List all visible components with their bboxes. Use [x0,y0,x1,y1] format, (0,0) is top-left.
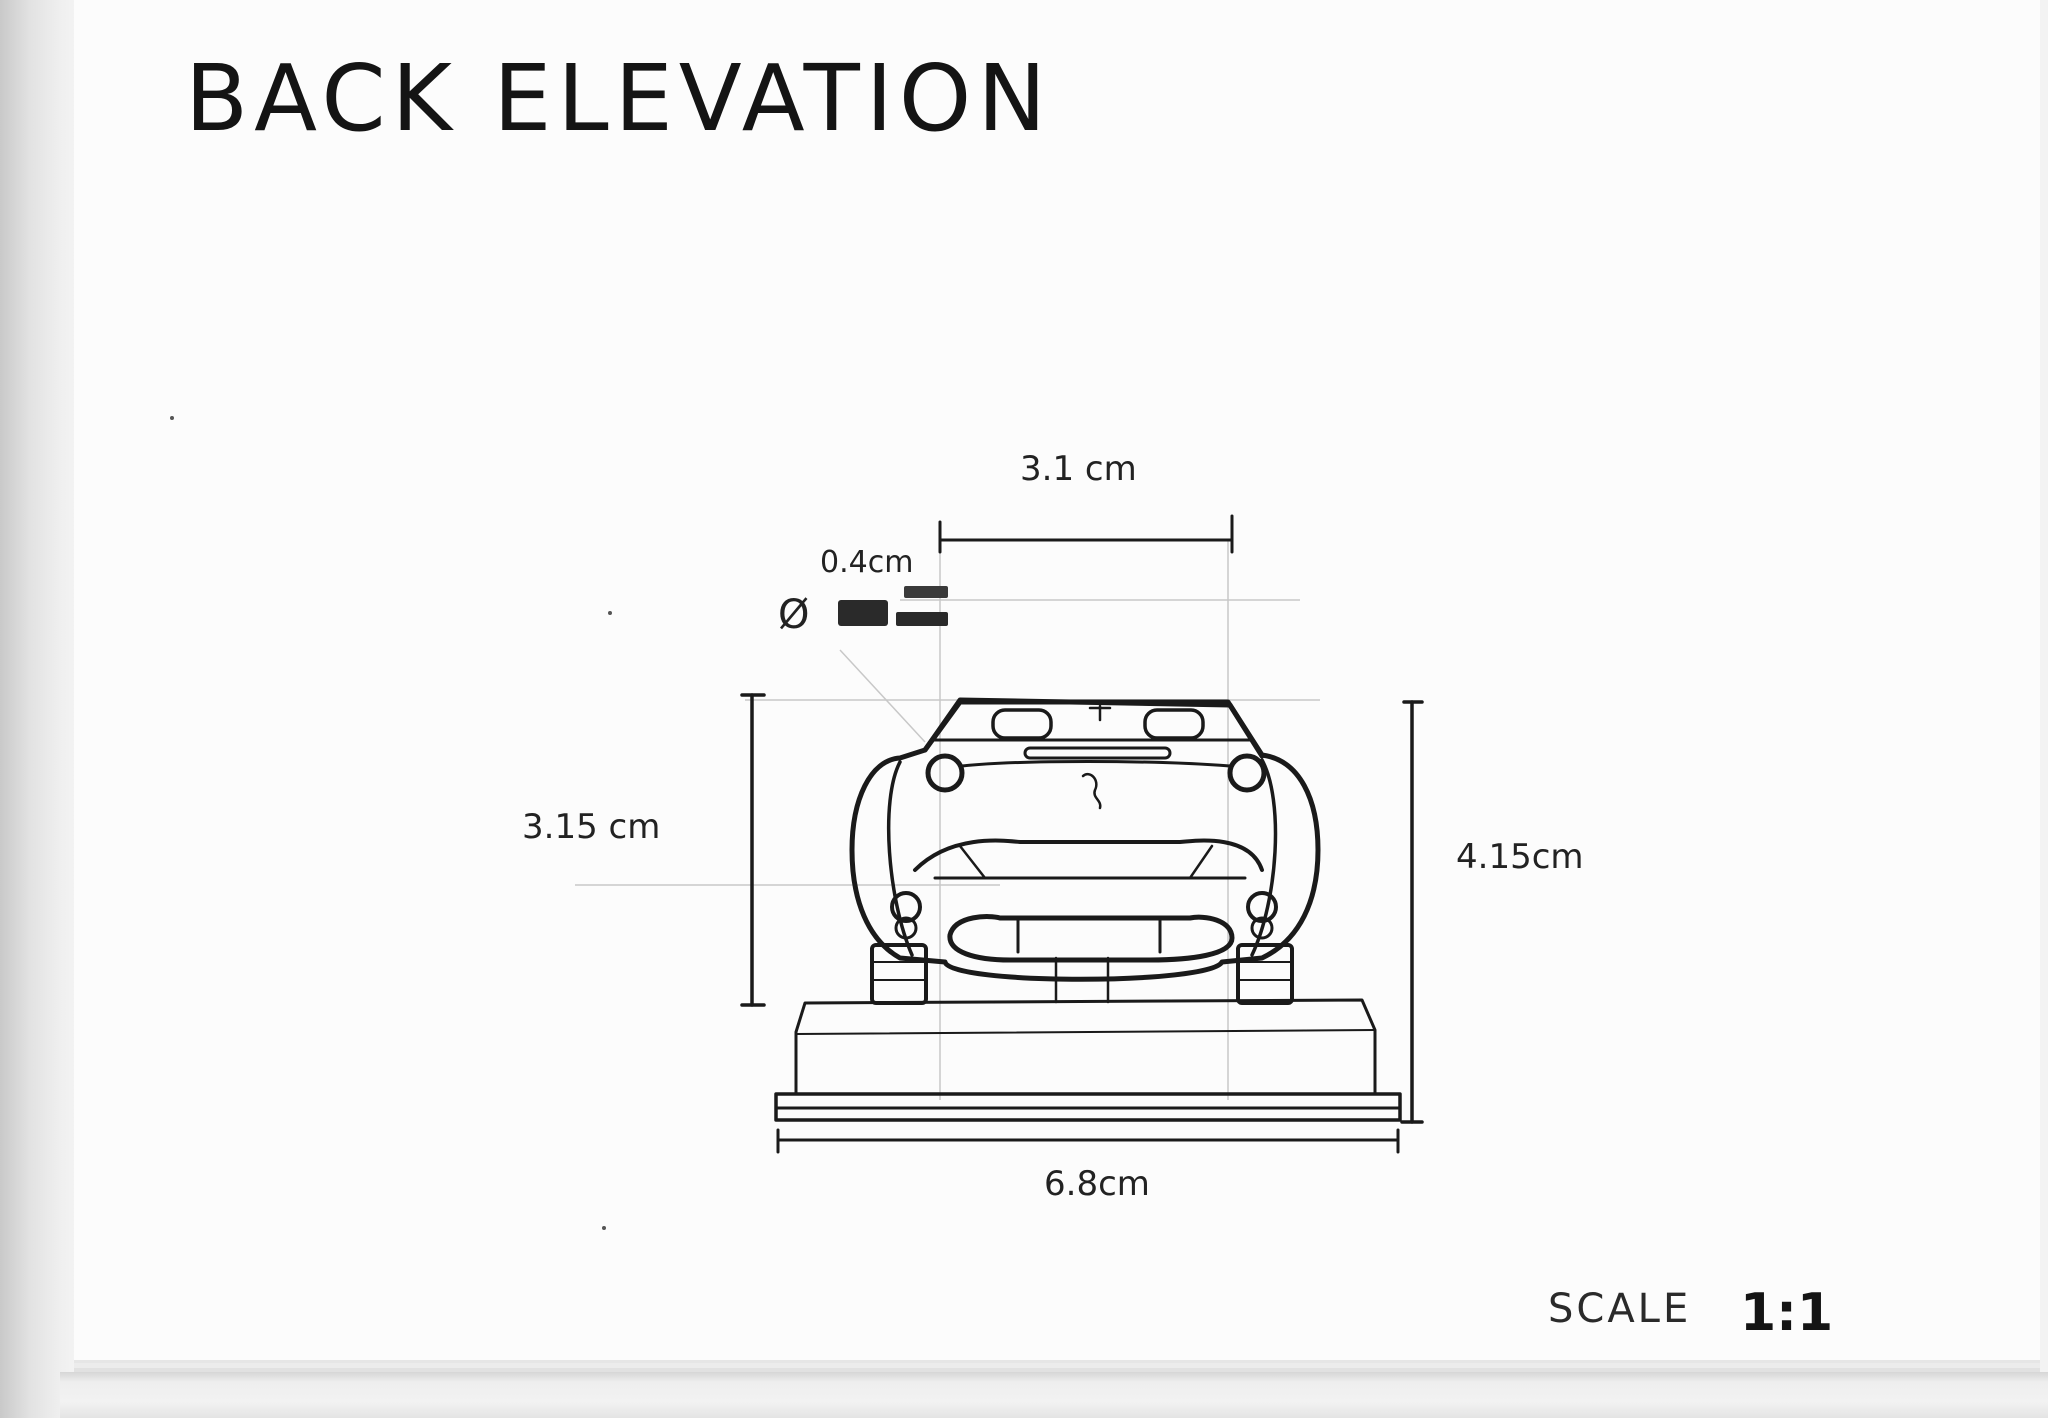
drawing-title: BACK ELEVATION [185,45,1052,152]
bottom-width-dimension [776,1128,1400,1154]
top-width-label: 3.1 cm [1020,449,1137,489]
scribbled-note [838,586,948,626]
diameter-symbol: Ø [778,592,809,638]
bottom-width-label: 6.8cm [1044,1164,1150,1204]
scale-label: SCALE [1548,1286,1691,1332]
sheet-bottom-edge [60,1372,2048,1418]
display-base [774,998,1402,1122]
left-height-label: 3.15 cm [522,807,660,847]
paper-sheet [74,0,2040,1360]
car-rear-view [849,697,1321,1005]
small-width-label: 0.4cm [820,545,913,580]
right-height-label: 4.15cm [1456,837,1584,877]
left-height-dimension [740,693,766,1007]
right-height-dimension [1400,700,1424,1124]
scale-value: 1:1 [1740,1283,1833,1343]
top-width-dimension [938,514,1234,554]
